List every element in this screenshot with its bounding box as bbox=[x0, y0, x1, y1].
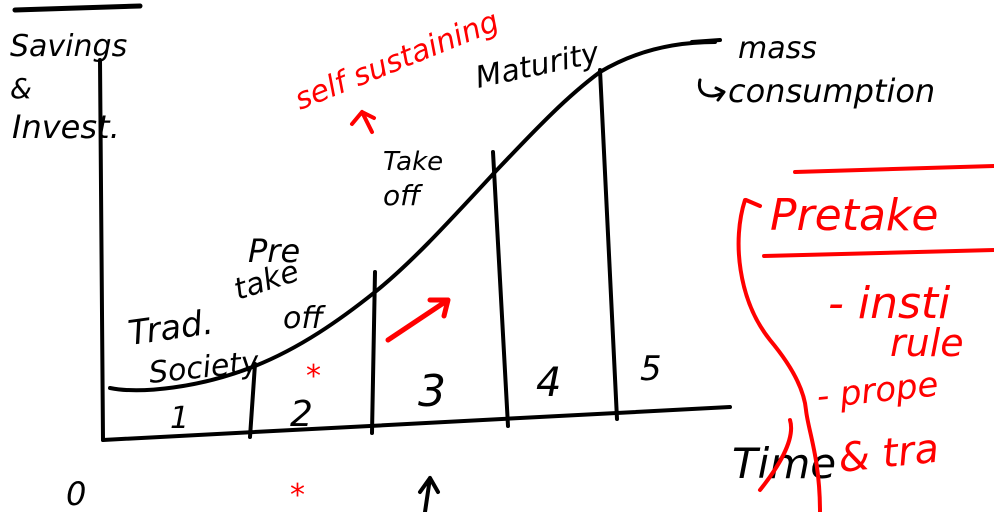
pretake-heading: Pretake bbox=[770, 190, 938, 241]
stage-3-number: 3 bbox=[418, 366, 446, 417]
heading-underline bbox=[762, 248, 994, 258]
stage-1-name-line2: Society bbox=[147, 344, 261, 390]
red-star-icon-stage2: * bbox=[306, 359, 321, 394]
red-box-bottom-curve bbox=[758, 418, 794, 492]
bullet-1-line2: rule bbox=[890, 321, 964, 365]
bullet-2-line2: & tra bbox=[836, 426, 941, 482]
y-label-line2: & bbox=[10, 72, 32, 105]
stage-1-name-line1: Trad. bbox=[126, 302, 216, 353]
bullet-1-line1: - insti bbox=[828, 278, 951, 329]
stage-divider-3 bbox=[491, 150, 510, 428]
stage-3-name-line2: off bbox=[383, 179, 423, 212]
stage-3-name-line1: Take bbox=[383, 147, 443, 177]
stage-5-number: 5 bbox=[640, 349, 662, 389]
stage-5-name-line1: mass bbox=[738, 31, 817, 66]
stage-4-number: 4 bbox=[536, 360, 561, 406]
stage-2-number: 2 bbox=[290, 394, 313, 435]
stage-1-number: 1 bbox=[170, 401, 189, 436]
stage-2-name-line1: Pre bbox=[248, 232, 300, 270]
stage-divider-4 bbox=[598, 68, 619, 421]
red-box-top-line bbox=[793, 164, 994, 174]
up-arrow-icon bbox=[418, 476, 440, 512]
y-label-line1: Savings bbox=[10, 29, 127, 64]
red-box-left-brace bbox=[736, 198, 822, 512]
stage-5-name-line2: consumption bbox=[728, 72, 935, 110]
red-star-icon-bottom: * bbox=[290, 478, 305, 512]
self-sustaining-annotation: self sustaining bbox=[290, 4, 504, 118]
growth-curve bbox=[108, 40, 717, 393]
y-label-line3: Invest. bbox=[12, 108, 120, 146]
x-axis bbox=[101, 405, 732, 442]
stage-2-name-line2: take bbox=[230, 254, 304, 308]
origin-label: 0 bbox=[66, 475, 86, 512]
bullet-2-line1: - prope bbox=[815, 364, 940, 417]
red-up-arrow-icon bbox=[350, 110, 376, 134]
red-growth-arrow-icon bbox=[385, 297, 451, 343]
top-scribble-line bbox=[12, 3, 143, 13]
hook-arrow-icon bbox=[697, 78, 726, 102]
stage-divider-2 bbox=[370, 270, 377, 435]
curve-connector-dash bbox=[690, 38, 722, 44]
red-box-corner bbox=[744, 198, 762, 208]
stage-divider-1 bbox=[248, 362, 257, 439]
y-axis bbox=[98, 58, 105, 442]
stage-2-name-line3: off bbox=[283, 301, 326, 336]
